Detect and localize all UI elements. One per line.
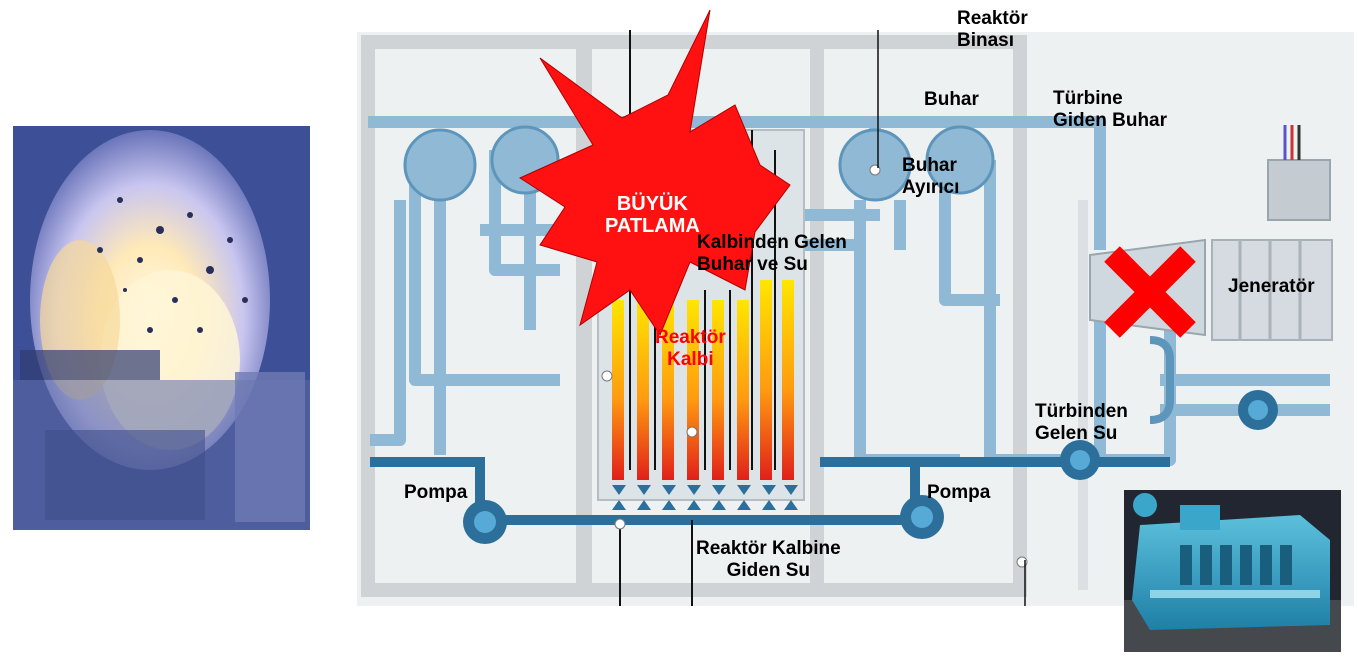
label-reactor-core: Reaktör Kalbi <box>655 327 726 370</box>
label-pump-right: Pompa <box>927 482 991 503</box>
label-water-from-turbine: Türbinden Gelen Su <box>1035 401 1128 444</box>
explosion-photo <box>13 126 310 530</box>
diesel-engine-photo <box>1124 490 1341 652</box>
flow-arrows <box>612 485 798 510</box>
label-steam-separator: Buhar Ayırıcı <box>902 155 960 198</box>
explosion-burst-icon <box>518 9 791 337</box>
label-reactor-building: Reaktör Binası <box>957 8 1028 51</box>
cross-mark-icon <box>1104 246 1196 338</box>
pump-left <box>463 500 507 544</box>
label-generator: Jeneratör <box>1228 276 1315 297</box>
label-steam: Buhar <box>924 89 979 110</box>
pump-right <box>900 495 944 539</box>
label-steam-water-from-core: Kalbinden Gelen Buhar ve Su <box>697 232 847 275</box>
pump-condenser <box>1238 390 1278 430</box>
generator-unit <box>1211 125 1333 341</box>
label-pump-left: Pompa <box>404 482 468 503</box>
label-water-to-core: Reaktör Kalbine Giden Su <box>696 538 841 581</box>
label-big-explosion: BÜYÜK PATLAMA <box>605 193 700 237</box>
steam-drums <box>403 125 995 202</box>
label-steam-to-turbine: Türbine Giden Buhar <box>1053 88 1168 131</box>
pump-return <box>1060 440 1100 480</box>
